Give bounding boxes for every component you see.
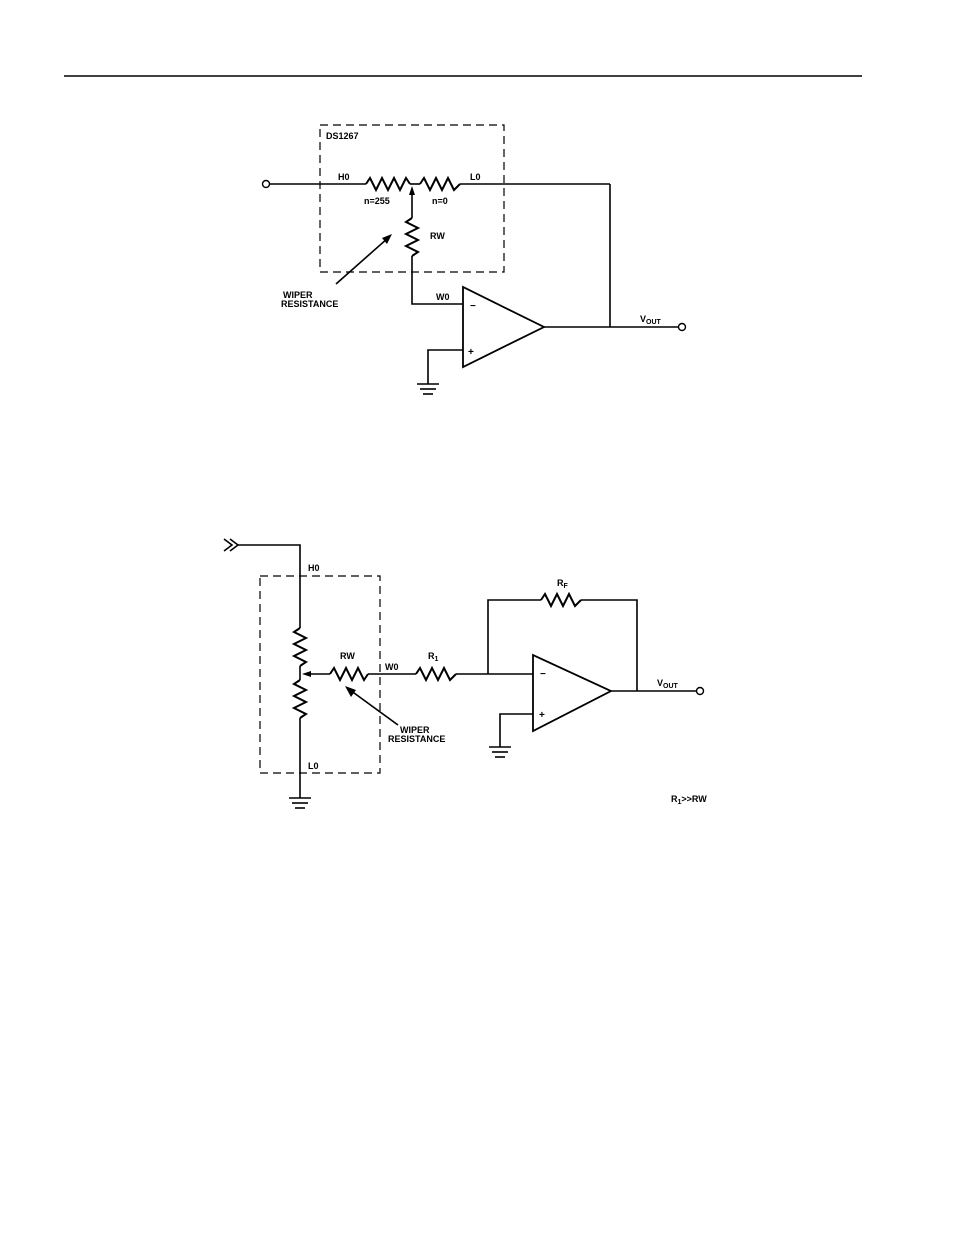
resistor-n255 — [366, 178, 410, 190]
wiper-arrow-head — [409, 186, 415, 195]
resistor-rf — [541, 594, 581, 606]
op-amp-1 — [463, 287, 544, 367]
pot-upper-resistor — [294, 628, 306, 666]
vout-label-1: VOUT — [640, 314, 662, 326]
h0-label-2: H0 — [308, 563, 320, 573]
l0-label-2: L0 — [308, 761, 319, 771]
vout-terminal-1 — [679, 324, 686, 331]
r1-rw-note: R1>>RW — [671, 794, 707, 806]
ground-wire-1 — [428, 350, 463, 384]
resistor-n0 — [420, 178, 460, 190]
op-amp-1-plus: + — [468, 347, 474, 358]
op-amp-2-minus: − — [540, 669, 546, 680]
wiper-pointer-head-2 — [345, 686, 356, 697]
wiper-label-2-line2: RESISTANCE — [388, 734, 445, 744]
input-terminal — [263, 181, 270, 188]
resistor-rw — [406, 218, 418, 256]
w0-label-2: W0 — [385, 662, 399, 672]
figure-1-circuit: DS1267 H0 n=255 n=0 L0 RW W0 WIPER RESIS… — [263, 125, 686, 394]
n0-label: n=0 — [432, 196, 448, 206]
figure-2-circuit: H0 L0 RW W0 R1 WIPER RESISTANCE RF — [224, 539, 707, 808]
rf-right-wire — [581, 600, 637, 691]
resistor-r1 — [416, 668, 456, 680]
rf-label: RF — [557, 578, 569, 590]
h0-wire-2 — [238, 545, 300, 628]
resistor-rw-2 — [330, 668, 368, 680]
ds1267-label: DS1267 — [326, 131, 359, 141]
rw-label: RW — [430, 231, 445, 241]
input-chevron-1 — [224, 539, 232, 551]
n255-label: n=255 — [364, 196, 390, 206]
op-amp-2-plus: + — [539, 710, 545, 721]
w0-label: W0 — [436, 292, 450, 302]
r1-label: R1 — [428, 651, 439, 663]
op-amp-1-minus: − — [470, 301, 476, 312]
rw-label-2: RW — [340, 651, 355, 661]
vout-label-2: VOUT — [657, 678, 679, 690]
pot-lower-resistor — [294, 680, 306, 718]
ground-wire-3 — [500, 714, 533, 747]
wiper-pointer-line — [336, 238, 388, 284]
l0-label: L0 — [470, 172, 481, 182]
wiper-label-line2: RESISTANCE — [281, 299, 338, 309]
vout-terminal-2 — [697, 688, 704, 695]
h0-label: H0 — [338, 172, 350, 182]
wiper-pointer-line-2 — [350, 690, 398, 725]
